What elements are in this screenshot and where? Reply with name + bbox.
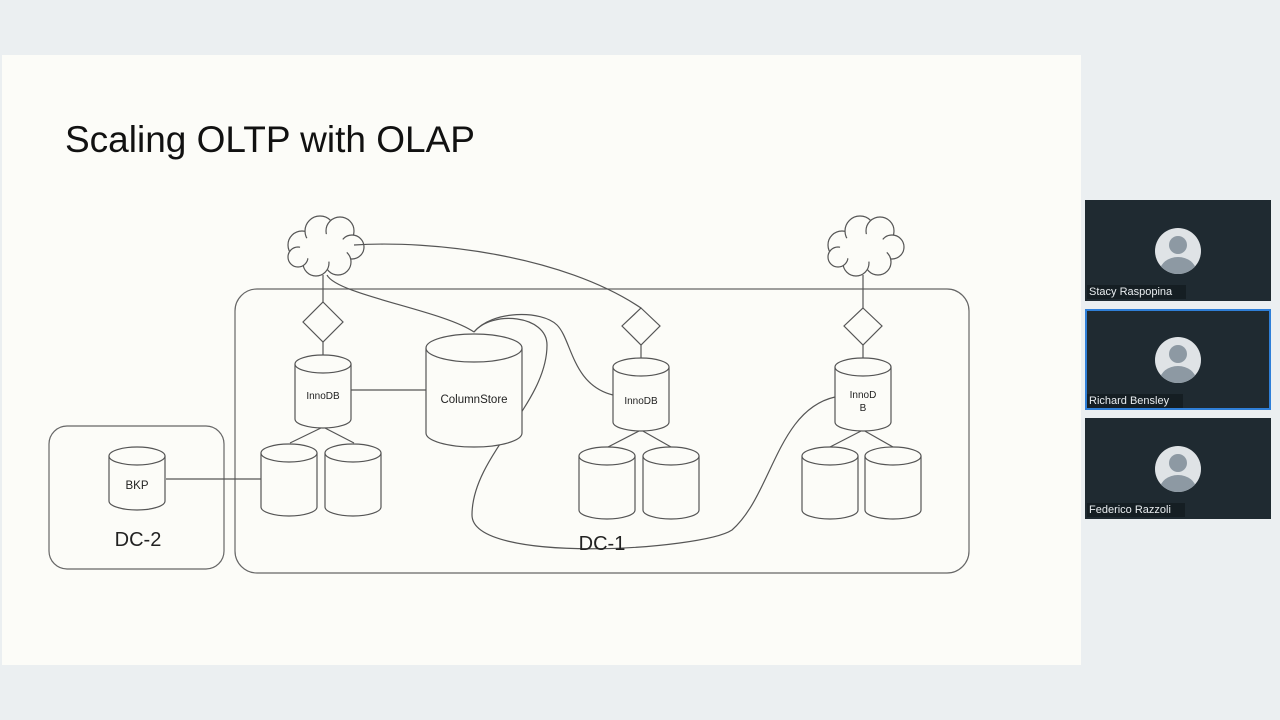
dc1-label: DC-1 <box>579 533 626 555</box>
replica-cylinder <box>801 446 859 520</box>
bkp-cylinder <box>108 446 166 511</box>
user-avatar-icon <box>1155 228 1201 274</box>
presentation-slide: Scaling OLTP with OLAP <box>2 55 1081 665</box>
user-avatar-icon <box>1155 446 1201 492</box>
load-balancer-diamond <box>621 307 661 346</box>
bkp-label: BKP <box>125 480 148 492</box>
dc2-label: DC-2 <box>115 529 162 551</box>
participant-name: Federico Razzoli <box>1087 503 1185 517</box>
dc2-container <box>48 425 225 570</box>
innodb-mid-label: InnoDB <box>624 396 658 407</box>
participant-name: Stacy Raspopina <box>1087 285 1187 299</box>
dc1-container <box>234 288 970 574</box>
replica-cylinder <box>260 443 318 517</box>
innodb-left-cylinder <box>294 354 352 429</box>
slide-title: Scaling OLTP with OLAP <box>65 119 475 160</box>
load-balancer-diamond <box>302 301 344 343</box>
participant-tile[interactable]: Stacy Raspopina <box>1085 200 1271 301</box>
replica-cylinder <box>578 446 636 520</box>
replica-cylinder <box>324 443 382 517</box>
columnstore-label: ColumnStore <box>440 394 507 406</box>
innodb-right-cylinder <box>834 357 892 432</box>
user-avatar-icon <box>1155 337 1201 383</box>
innodb-right-label-line1: InnoD <box>850 390 877 401</box>
connection-lines <box>166 243 894 550</box>
architecture-diagram: InnoDB ColumnStore InnoDB InnoD B BKP DC… <box>48 215 970 574</box>
cloud-icon <box>287 215 365 277</box>
load-balancer-diamond <box>843 307 883 346</box>
participant-tile-active-speaker[interactable]: Richard Bensley <box>1085 309 1271 410</box>
innodb-mid-cylinder <box>612 357 670 432</box>
replica-cylinder <box>642 446 700 520</box>
innodb-right-label-line2: B <box>860 403 867 414</box>
participant-name: Richard Bensley <box>1087 394 1184 408</box>
innodb-left-label: InnoDB <box>306 391 340 402</box>
participant-tile[interactable]: Federico Razzoli <box>1085 418 1271 519</box>
cloud-icon <box>827 215 905 277</box>
replica-cylinder <box>864 446 922 520</box>
participants-panel: Stacy Raspopina Richard Bensley Federico… <box>1085 200 1273 527</box>
columnstore-cylinder <box>425 333 523 448</box>
